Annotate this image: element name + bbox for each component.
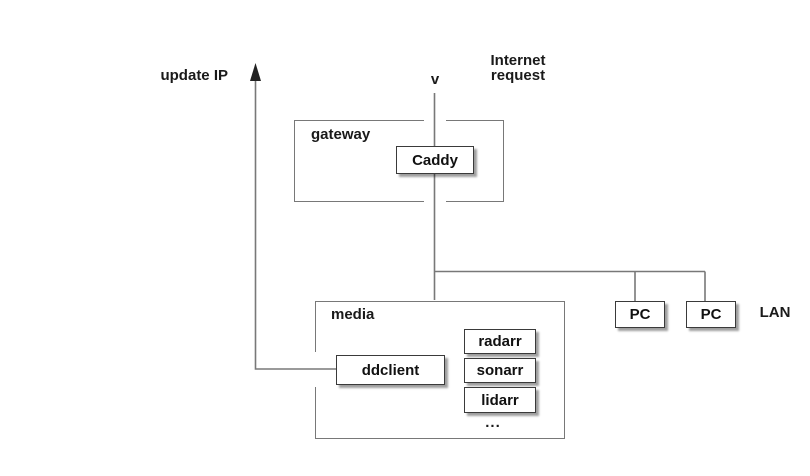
gateway-bottom-border-gap [424, 199, 446, 204]
media-container-label: media [331, 306, 375, 323]
radarr-node: radarr [464, 329, 536, 354]
arrow-up-icon [250, 63, 261, 81]
update-ip-label: update IP [160, 67, 228, 84]
internet-request-line1: Internet [490, 52, 546, 69]
gateway-container-label: gateway [311, 126, 371, 143]
lidarr-node: lidarr [464, 387, 536, 413]
pc1-node: PC [615, 301, 665, 328]
gateway-top-border-gap [424, 118, 446, 123]
ddclient-node: ddclient [336, 355, 445, 385]
internet-request-line2: request [490, 67, 546, 84]
down-arrow-marker: v [430, 71, 440, 88]
media-left-border-gap [313, 352, 318, 387]
lan-label: LAN [759, 304, 791, 321]
internet-request-label: Internet request [478, 53, 558, 83]
sonarr-node: sonarr [464, 358, 536, 383]
pc2-node: PC [686, 301, 736, 328]
more-services-ellipsis: ... [485, 414, 501, 431]
caddy-node: Caddy [396, 146, 474, 174]
